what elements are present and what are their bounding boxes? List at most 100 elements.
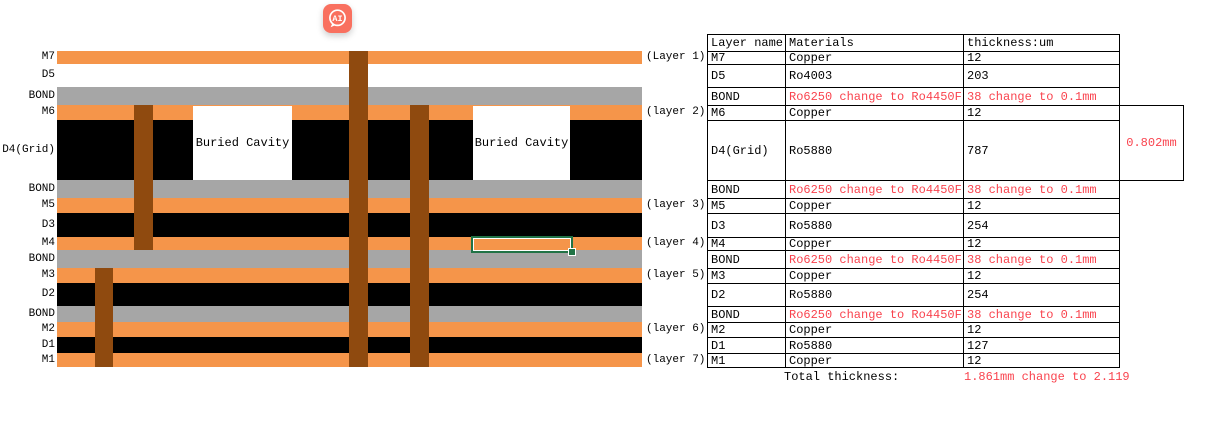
layer-label-bond-2: BOND: [28, 183, 55, 195]
cell-layer-name: M7: [711, 52, 726, 64]
cell-thickness: 38 change to 0.1mm: [963, 307, 1119, 322]
cell-material: Ro6250 change to Ro4450F: [785, 251, 963, 268]
buried-cavity-label: Buried Cavity: [195, 136, 290, 150]
ai-badge-label: AI: [332, 14, 342, 24]
layer-label-m6: M6: [41, 106, 55, 118]
thickness-annotation-box: 0.802mm: [1119, 105, 1184, 181]
table-row-m4: M4 Copper 12: [708, 238, 1119, 251]
cell-thickness: 127: [963, 338, 1119, 353]
cell-material: Ro6250 change to Ro4450F: [785, 181, 963, 198]
cell-layer-name: D5: [711, 69, 726, 83]
layer-label-m7: M7: [41, 51, 55, 63]
cell-thickness: 12: [963, 238, 1119, 250]
table-row-d1: D1 Ro5880 127: [708, 338, 1119, 354]
layer-number-7: (layer 7): [646, 354, 706, 366]
column-header-layer-name: Layer name: [711, 36, 784, 50]
layer-label-d3: D3: [41, 219, 55, 231]
table-row-d4: D4(Grid) Ro5880 787: [708, 121, 1119, 181]
cell-thickness: 12: [963, 354, 1119, 367]
cell-thickness: 254: [963, 214, 1119, 237]
layer-number-5: (layer 5): [646, 269, 706, 281]
selection-fill-handle[interactable]: [568, 248, 576, 256]
table-row-m2: M2 Copper 12: [708, 323, 1119, 338]
layer-label-m3: M3: [41, 269, 55, 281]
table-row-bond-1: BOND Ro6250 change to Ro4450F 38 change …: [708, 88, 1119, 106]
cell-layer-name: M5: [711, 199, 726, 213]
cell-layer-name: D2: [711, 288, 726, 302]
cell-thickness: 787: [963, 121, 1119, 180]
layer-label-bond-1: BOND: [28, 90, 55, 102]
cell-material: Copper: [785, 323, 963, 337]
cell-layer-name: M2: [711, 323, 726, 337]
layer-label-d2: D2: [41, 288, 55, 300]
layer-label-bond-4: BOND: [28, 308, 55, 320]
layer-label-d4: D4(Grid): [2, 144, 55, 156]
cell-material: Ro5880: [785, 121, 963, 180]
table-row-d3: D3 Ro5880 254: [708, 214, 1119, 238]
ai-assistant-button[interactable]: AI: [323, 4, 352, 33]
cell-layer-name: D3: [711, 218, 726, 233]
layer-label-d1: D1: [41, 339, 55, 351]
cell-material: Ro5880: [785, 338, 963, 353]
total-thickness-value: 1.861mm change to 2.119: [964, 370, 1130, 384]
column-header-thickness: thickness:um: [963, 35, 1119, 51]
cell-layer-name: D1: [711, 338, 726, 353]
table-header-row: Layer name Materials thickness:um: [708, 35, 1119, 52]
cell-thickness: 203: [963, 65, 1119, 87]
cell-material: Copper: [785, 354, 963, 367]
table-row-bond-3: BOND Ro6250 change to Ro4450F 38 change …: [708, 251, 1119, 269]
cell-material: Ro5880: [785, 214, 963, 237]
table-row-bond-4: BOND Ro6250 change to Ro4450F 38 change …: [708, 307, 1119, 323]
stackup-table: Layer name Materials thickness:um M7 Cop…: [707, 34, 1120, 368]
buried-cavity-right: Buried Cavity: [473, 106, 570, 180]
cell-thickness: 12: [963, 52, 1119, 64]
cell-layer-name: BOND: [711, 89, 740, 104]
cell-layer-name: M4: [711, 238, 726, 250]
table-row-d2: D2 Ro5880 254: [708, 284, 1119, 307]
selected-cell-outline[interactable]: [471, 236, 573, 253]
table-row-m5: M5 Copper 12: [708, 199, 1119, 214]
cell-layer-name: M6: [711, 106, 726, 120]
cell-layer-name: BOND: [711, 307, 740, 322]
cell-layer-name: M3: [711, 269, 726, 283]
cell-layer-name: M1: [711, 354, 726, 367]
cell-material: Copper: [785, 238, 963, 250]
layer-number-2: (layer 2): [646, 106, 706, 118]
cell-material: Ro4003: [785, 65, 963, 87]
table-row-d5: D5 Ro4003 203: [708, 65, 1119, 88]
table-row-m1: M1 Copper 12: [708, 354, 1119, 368]
cell-thickness: 12: [963, 323, 1119, 337]
layer-label-m5: M5: [41, 199, 55, 211]
total-thickness-label: Total thickness:: [784, 370, 900, 384]
layer-number-1: (Layer 1): [646, 51, 706, 63]
layer-label-bond-3: BOND: [28, 253, 55, 265]
ai-icon: AI: [329, 9, 346, 28]
buried-cavity-label: Buried Cavity: [474, 136, 569, 150]
table-row-m3: M3 Copper 12: [708, 269, 1119, 284]
cell-material: Copper: [785, 269, 963, 283]
layer-number-4: (layer 4): [646, 237, 706, 249]
cell-layer-name: BOND: [711, 182, 740, 197]
layer-number-3: (layer 3): [646, 199, 706, 211]
buried-cavity-left: Buried Cavity: [193, 106, 292, 180]
cell-material: Ro6250 change to Ro4450F: [785, 88, 963, 105]
thickness-annotation-value: 0.802mm: [1126, 136, 1177, 150]
cell-layer-name: BOND: [711, 252, 740, 267]
cell-material: Copper: [785, 52, 963, 64]
layer-label-m4: M4: [41, 237, 55, 249]
layer-label-m1: M1: [41, 354, 55, 366]
cell-material: Ro6250 change to Ro4450F: [785, 307, 963, 322]
layer-label-d5: D5: [41, 69, 55, 81]
layer-label-m2: M2: [41, 323, 55, 335]
table-row-m6: M6 Copper 12: [708, 106, 1119, 121]
cell-thickness: 12: [963, 199, 1119, 213]
via-m6-m1: [410, 105, 429, 367]
cell-material: Ro5880: [785, 284, 963, 306]
cell-thickness: 38 change to 0.1mm: [963, 251, 1119, 268]
cell-thickness: 38 change to 0.1mm: [963, 88, 1119, 105]
cell-material: Copper: [785, 106, 963, 120]
column-header-materials: Materials: [785, 35, 963, 51]
via-m6-m4: [134, 105, 153, 250]
cell-thickness: 12: [963, 106, 1119, 120]
